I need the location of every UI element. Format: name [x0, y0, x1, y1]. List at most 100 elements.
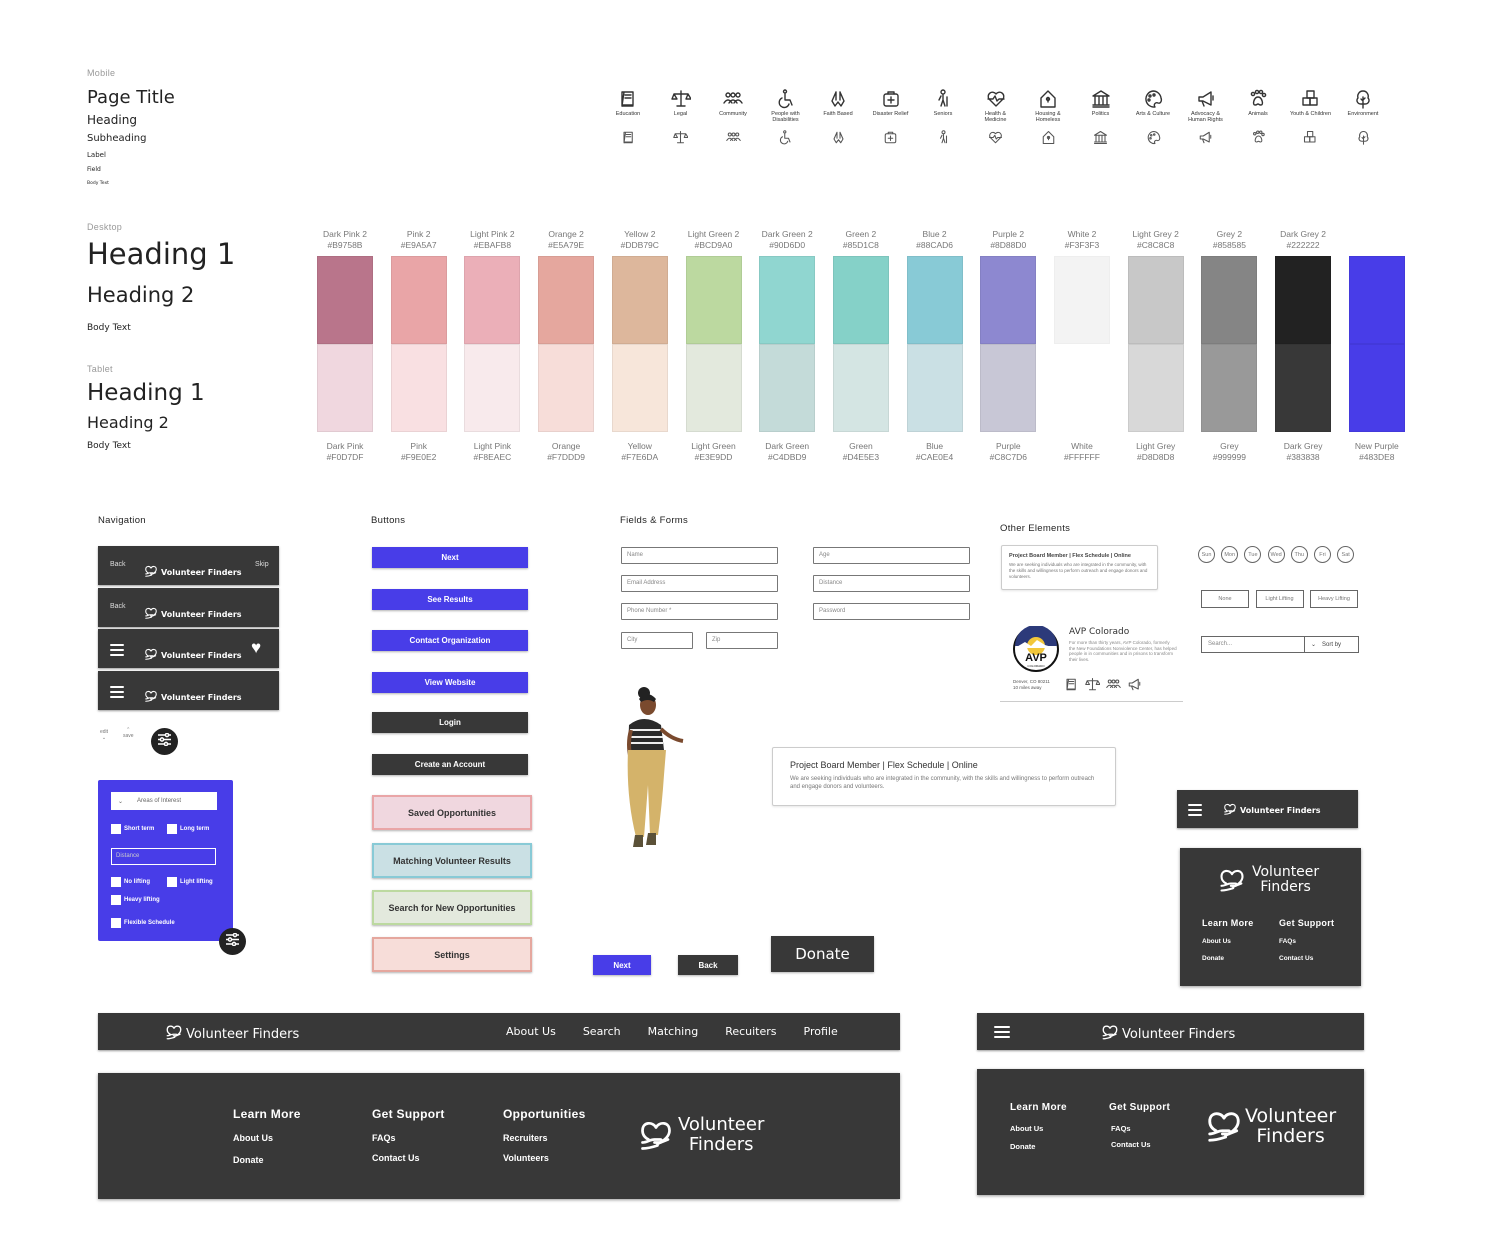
about-us-link[interactable]: About Us	[1202, 938, 1231, 945]
login-button[interactable]: Login	[372, 712, 528, 733]
brand-logo[interactable]: Volunteer Finders	[144, 564, 242, 580]
nav-link-recuiters[interactable]: Recuiters	[725, 1025, 777, 1038]
icon-faith[interactable]: Faith Based	[813, 89, 863, 117]
icon-politics[interactable]: Politics	[1076, 89, 1126, 117]
name-input[interactable]: Name	[621, 547, 778, 564]
nav-link-search[interactable]: Search	[582, 1025, 621, 1038]
saved-opportunities-button[interactable]: Saved Opportunities	[372, 795, 532, 830]
contact-link[interactable]: Contact Us	[1279, 955, 1314, 962]
nav-link-matching[interactable]: Matching	[647, 1025, 699, 1038]
contact-link[interactable]: Contact Us	[1111, 1140, 1151, 1149]
areas-of-interest-dropdown[interactable]: ⌄Areas of Interest	[111, 792, 217, 810]
filter-button[interactable]	[151, 728, 178, 755]
back-link[interactable]: Back	[110, 603, 126, 610]
no-lifting-checkbox[interactable]: No lifting	[111, 877, 150, 887]
faqs-link[interactable]: FAQs	[1279, 938, 1296, 945]
nav-link-profile[interactable]: Profile	[803, 1025, 838, 1038]
next-button[interactable]: Next	[372, 547, 528, 568]
icon-arts[interactable]: Arts & Culture	[1128, 89, 1178, 117]
donate-link[interactable]: Donate	[233, 1155, 264, 1165]
about-us-link[interactable]: About Us	[1010, 1124, 1044, 1133]
opportunity-card-small[interactable]: Project Board Member | Flex Schedule | O…	[1001, 545, 1158, 590]
zip-input[interactable]: Zip	[706, 632, 778, 649]
brand-logo[interactable]: Volunteer Finders	[1223, 802, 1321, 818]
phone-number-input[interactable]: Phone Number *	[621, 603, 778, 620]
heavy-lifting-checkbox[interactable]: Heavy lifting	[111, 895, 160, 905]
about-us-link[interactable]: About Us	[233, 1133, 273, 1143]
day-sat[interactable]: Sat	[1337, 546, 1355, 563]
skip-link[interactable]: Skip	[255, 561, 269, 568]
faqs-link[interactable]: FAQs	[1111, 1124, 1131, 1133]
flexible-schedule-checkbox[interactable]: Flexible Schedule	[111, 918, 175, 928]
icon-disability[interactable]: People with Disabilities	[761, 89, 811, 123]
day-wed[interactable]: Wed	[1267, 546, 1285, 563]
back-button[interactable]: Back	[678, 955, 738, 975]
view-website-button[interactable]: View Website	[372, 672, 528, 693]
matching-volunteer-results-button[interactable]: Matching Volunteer Results	[372, 843, 532, 878]
icon-education[interactable]: Education	[603, 89, 653, 117]
lifting-light-lifting[interactable]: Light Lifting	[1255, 590, 1304, 608]
day-tue[interactable]: Tue	[1244, 546, 1262, 563]
settings-button[interactable]: Settings	[372, 937, 532, 972]
brand-logo[interactable]: Volunteer Finders	[165, 1023, 299, 1045]
icon-youth[interactable]: Youth & Children	[1286, 89, 1336, 117]
next-button[interactable]: Next	[593, 955, 651, 975]
icon-community[interactable]: Community	[708, 89, 758, 117]
day-mon[interactable]: Mon	[1221, 546, 1239, 563]
age-input[interactable]: Age	[813, 547, 970, 564]
lifting-heavy-lifting[interactable]: Heavy Lifting	[1310, 590, 1358, 608]
icon-advocacy[interactable]: Advocacy & Human Rights	[1181, 89, 1231, 123]
icon-animals[interactable]: Animals	[1233, 89, 1283, 117]
donate-button[interactable]: Donate	[771, 936, 874, 972]
icon-environment[interactable]: Environment	[1338, 89, 1388, 117]
contact-organization-button[interactable]: Contact Organization	[372, 630, 528, 651]
volunteers-link[interactable]: Volunteers	[503, 1153, 549, 1163]
icon-housing[interactable]: Housing & Homeless	[1023, 89, 1073, 123]
brand-logo[interactable]: Volunteer Finders	[144, 647, 242, 663]
recruiters-link[interactable]: Recruiters	[503, 1133, 548, 1143]
hamburger-menu-icon[interactable]	[1188, 804, 1202, 819]
day-fri[interactable]: Fri	[1314, 546, 1331, 563]
contact-link[interactable]: Contact Us	[372, 1153, 420, 1163]
city-input[interactable]: City	[621, 632, 693, 649]
short-term-checkbox[interactable]: Short term	[111, 824, 154, 834]
edit-toggle[interactable]: edit⌄	[100, 729, 108, 741]
day-thu[interactable]: Thu	[1290, 546, 1308, 563]
long-term-checkbox[interactable]: Long term	[167, 824, 209, 834]
filter-button[interactable]	[219, 928, 246, 955]
icon-legal[interactable]: Legal	[656, 89, 706, 117]
back-link[interactable]: Back	[110, 561, 126, 568]
brand-logo[interactable]: Volunteer Finders	[144, 689, 242, 705]
brand-logo[interactable]: Volunteer Finders	[1101, 1023, 1235, 1045]
brand-logo[interactable]: Volunteer Finders	[144, 606, 242, 622]
save-toggle[interactable]: ⌃save	[123, 727, 134, 739]
see-results-button[interactable]: See Results	[372, 589, 528, 610]
email-address-input[interactable]: Email Address	[621, 575, 778, 592]
distance-input[interactable]: Distance	[813, 575, 970, 592]
donate-link[interactable]: Donate	[1010, 1142, 1036, 1151]
password-input[interactable]: Password	[813, 603, 970, 620]
icon-disaster[interactable]: Disaster Relief	[866, 89, 916, 117]
lifting-none[interactable]: None	[1201, 590, 1249, 608]
icon-seniors[interactable]: Seniors	[918, 89, 968, 117]
day-sun[interactable]: Sun	[1198, 546, 1215, 563]
hamburger-menu-icon[interactable]	[994, 1026, 1010, 1041]
hamburger-menu-icon[interactable]	[110, 686, 124, 701]
nav-link-about-us[interactable]: About Us	[506, 1025, 556, 1038]
donate-link[interactable]: Donate	[1202, 955, 1225, 962]
faqs-link[interactable]: FAQs	[372, 1133, 396, 1143]
heart-icon[interactable]: ♥	[251, 638, 262, 657]
swatch-hex: #BCD9A0	[694, 240, 733, 250]
distance-input[interactable]: Distance	[111, 848, 216, 865]
light-lifting-checkbox[interactable]: Light lifting	[167, 877, 213, 887]
search-input[interactable]: Search...	[1201, 636, 1305, 653]
opportunity-card[interactable]: Project Board Member | Flex Schedule | O…	[772, 747, 1116, 806]
swatch-name: Green 2	[845, 229, 877, 239]
hamburger-menu-icon[interactable]	[110, 644, 124, 659]
mobile-nav-bar: ♥ Volunteer Finders	[98, 629, 279, 668]
icon-health[interactable]: Health & Medicine	[971, 89, 1021, 123]
sort-by-dropdown[interactable]: ⌄Sort by	[1304, 636, 1359, 653]
search-for-new-opportunities-button[interactable]: Search for New Opportunities	[372, 890, 532, 925]
create-account-button[interactable]: Create an Account	[372, 754, 528, 775]
